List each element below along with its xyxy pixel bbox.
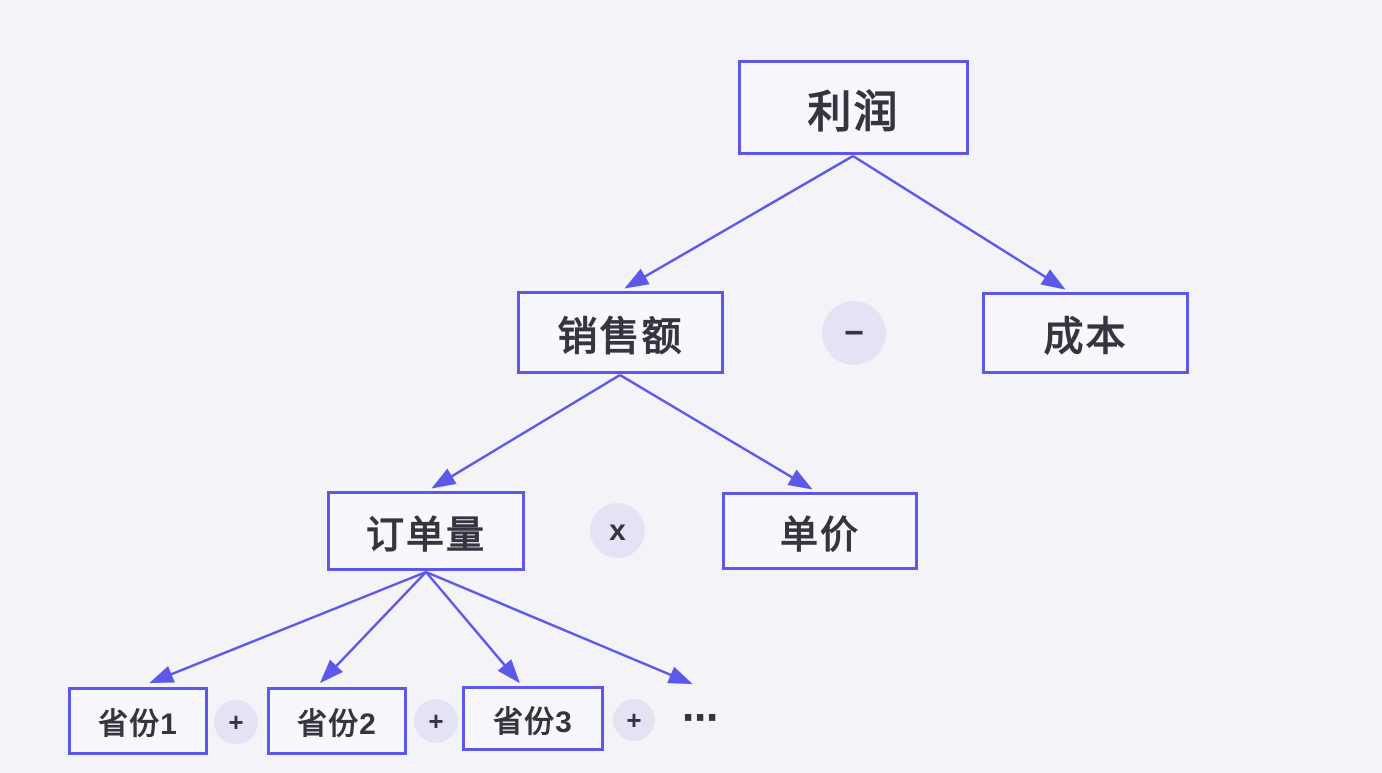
edge-profit-cost bbox=[852, 154, 1066, 290]
minus-operator-badge: − bbox=[822, 301, 886, 365]
node-profit: 利润 bbox=[738, 60, 969, 155]
plus-operator-badge-2: + bbox=[414, 699, 458, 743]
edge-sales-orders bbox=[431, 373, 621, 489]
more-provinces-ellipsis: ⋯ bbox=[682, 697, 720, 738]
edge-orders-province2 bbox=[319, 571, 427, 684]
multiply-operator-badge: x bbox=[590, 503, 645, 558]
node-province3: 省份3 bbox=[462, 686, 604, 751]
node-price: 单价 bbox=[722, 492, 918, 570]
edge-orders-province3 bbox=[425, 571, 520, 684]
node-province1: 省份1 bbox=[68, 687, 208, 755]
edge-sales-price bbox=[619, 373, 813, 490]
node-orders: 订单量 bbox=[327, 491, 525, 571]
node-province2: 省份2 bbox=[267, 687, 407, 755]
plus-operator-badge-3: + bbox=[613, 699, 655, 741]
node-cost: 成本 bbox=[982, 292, 1189, 374]
plus-operator-badge-1: + bbox=[214, 700, 258, 744]
edge-orders-province1 bbox=[149, 570, 427, 684]
node-sales: 销售额 bbox=[517, 291, 724, 374]
edge-profit-sales bbox=[624, 154, 854, 289]
edge-orders-more bbox=[425, 570, 693, 685]
